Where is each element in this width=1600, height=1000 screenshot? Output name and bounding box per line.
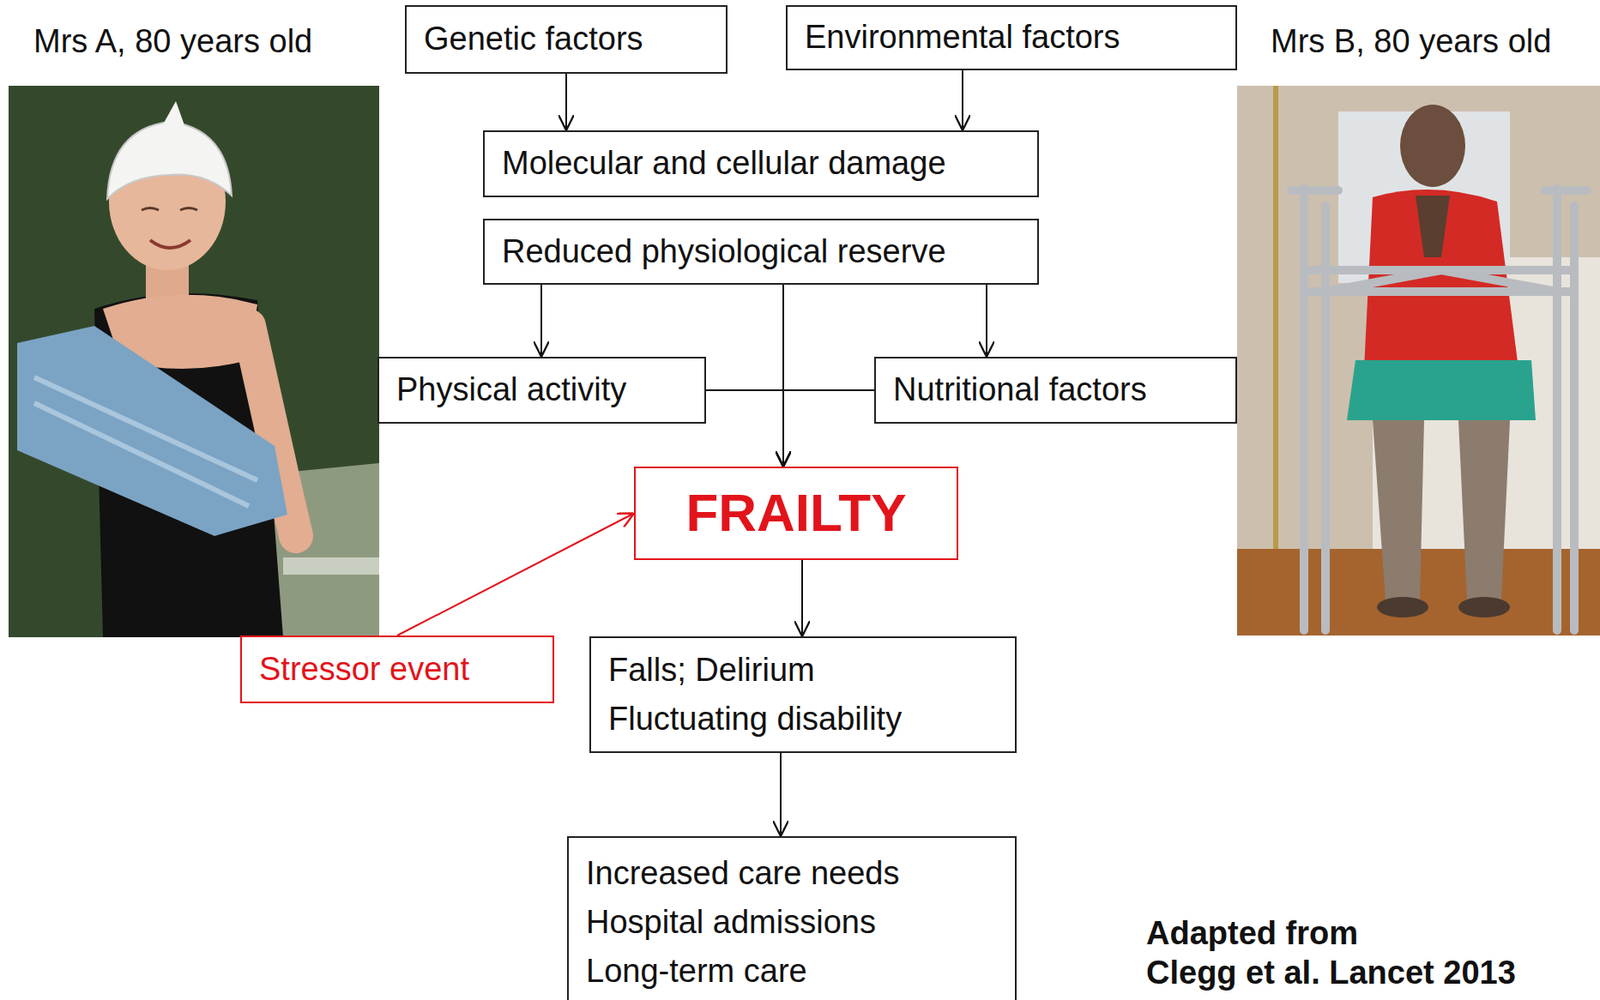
walker-frame	[1291, 188, 1588, 631]
box-text: FRAILTY	[685, 481, 906, 545]
process-box: Reduced physiological reserve	[483, 218, 1039, 285]
box-text: Environmental factors	[804, 18, 1121, 58]
box-text: Nutritional factors	[893, 370, 1148, 411]
pool-rim	[283, 557, 380, 575]
photo-mrs-b	[1237, 85, 1600, 636]
towel-stripes	[34, 377, 258, 507]
leg	[1458, 420, 1510, 601]
lamp-pole	[1273, 85, 1279, 550]
outcome-box: Falls; DeliriumFluctuating disability	[589, 636, 1017, 754]
person-caption: Mrs A, 80 years old	[33, 22, 313, 62]
smile	[150, 240, 191, 248]
box-text: Long-term care	[585, 947, 808, 997]
flow-arrow	[985, 284, 988, 357]
box-text: Hospital admissions	[585, 898, 876, 948]
flow-arrow	[565, 73, 568, 131]
factor-box: Nutritional factors	[874, 356, 1238, 424]
flow-arrow	[801, 560, 804, 637]
source-note: Adapted from	[1146, 914, 1359, 954]
flow-arrow	[540, 284, 543, 357]
flow-arrow	[706, 390, 784, 467]
source-note: Clegg et al. Lancet 2013	[1146, 953, 1516, 994]
central-box: FRAILTY	[633, 466, 959, 561]
box-text: Reduced physiological reserve	[501, 232, 947, 272]
person-caption: Mrs B, 80 years old	[1270, 22, 1552, 62]
flow-arrow	[783, 390, 875, 467]
photo-background	[1237, 85, 1600, 636]
photo-background	[8, 85, 380, 638]
photo-mrs-a	[8, 85, 380, 638]
flow-arrow	[397, 513, 634, 637]
chest	[1415, 195, 1450, 258]
flow-arrow	[961, 70, 964, 131]
leg	[1372, 420, 1425, 601]
foot	[1376, 597, 1429, 618]
box-text: Fluctuating disability	[608, 694, 902, 744]
process-box: Molecular and cellular damage	[483, 130, 1039, 198]
flow-arrow	[779, 753, 782, 837]
box-text: Molecular and cellular damage	[501, 144, 947, 184]
towel	[17, 326, 288, 537]
stressor-box: Stressor event	[240, 635, 555, 704]
box-text: Increased care needs	[585, 849, 900, 899]
box-text: Physical activity	[396, 370, 627, 411]
box-text: Genetic factors	[423, 19, 644, 60]
foot	[1458, 597, 1510, 618]
factor-box: Genetic factors	[404, 5, 728, 74]
factor-box: Physical activity	[377, 356, 707, 424]
factor-box: Environmental factors	[785, 5, 1238, 71]
outcome-box: Increased care needsHospital admissionsL…	[567, 836, 1017, 1000]
box-text: Falls; Delirium	[608, 646, 816, 695]
teal-skirt	[1346, 360, 1536, 421]
box-text: Stressor event	[259, 650, 470, 690]
eyes	[141, 208, 198, 212]
head	[1400, 104, 1466, 188]
swim-cap	[107, 121, 232, 200]
cap-tip	[163, 101, 185, 126]
